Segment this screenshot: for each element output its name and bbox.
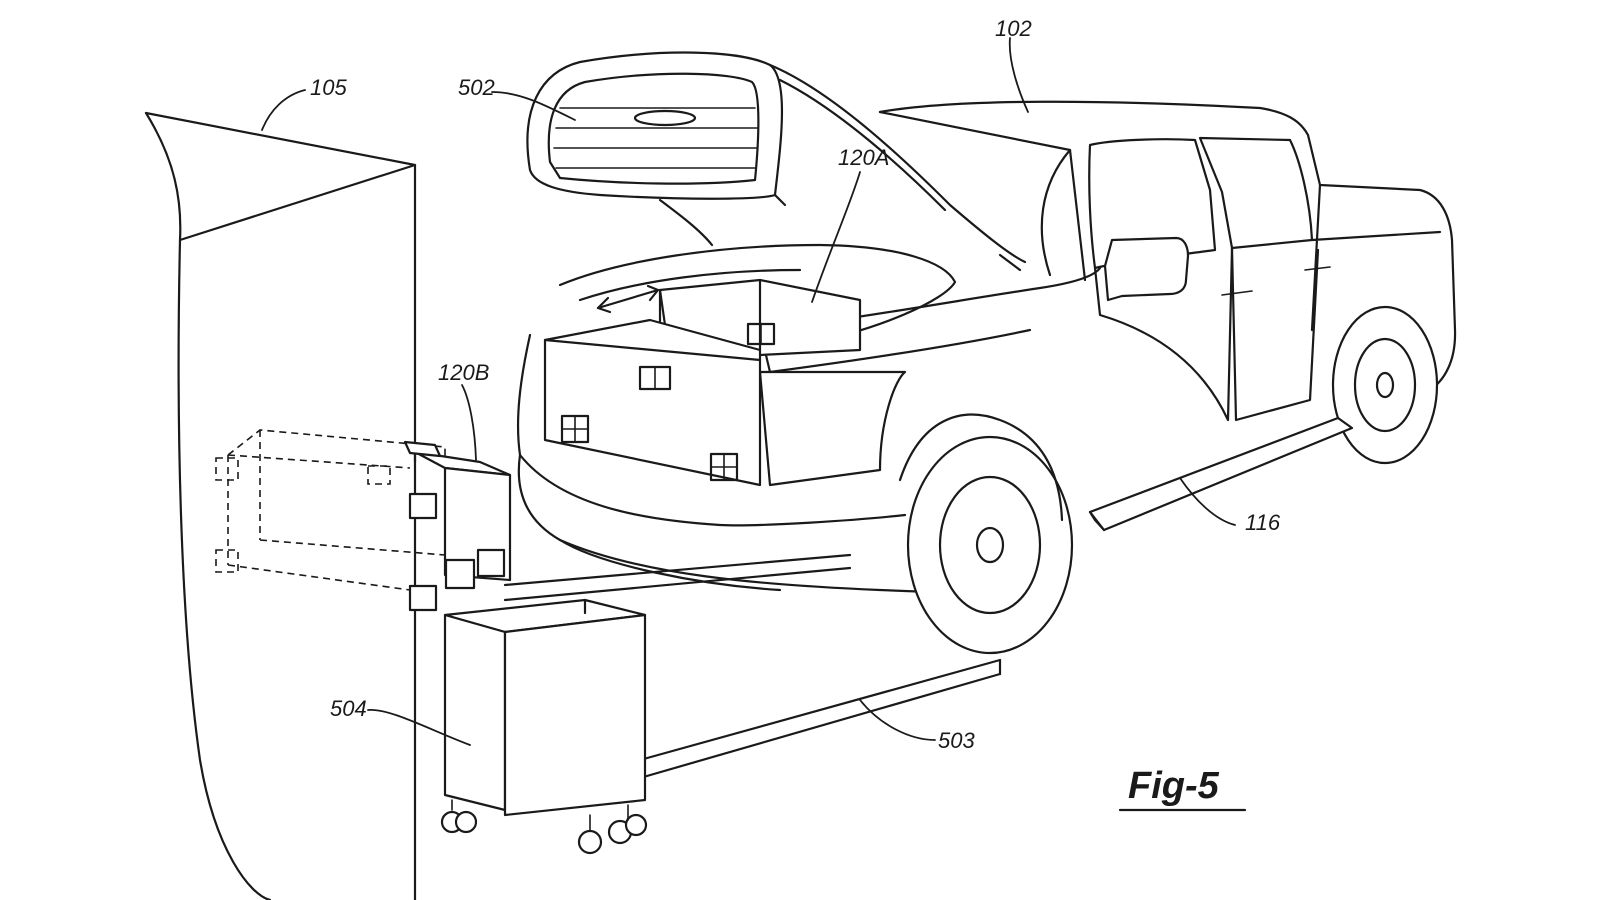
ref-wall: 105 (310, 75, 347, 100)
battery-unit (215, 429, 512, 612)
ref-cable: 503 (938, 728, 975, 753)
open-hood (526, 51, 1027, 272)
truck (516, 100, 1457, 655)
ref-running-board: 116 (1245, 510, 1281, 535)
ref-battery-unit: 120B (438, 360, 489, 385)
charging-cart (440, 598, 648, 855)
ref-hood: 502 (458, 75, 495, 100)
ref-charging-station: 504 (330, 696, 367, 721)
figure-label: Fig-5 (1128, 765, 1220, 807)
ref-truck: 102 (995, 16, 1032, 41)
cable-track (503, 553, 1002, 780)
wall (144, 111, 417, 900)
ref-front-storage: 120A (838, 145, 889, 170)
reference-leaders (261, 37, 1236, 746)
